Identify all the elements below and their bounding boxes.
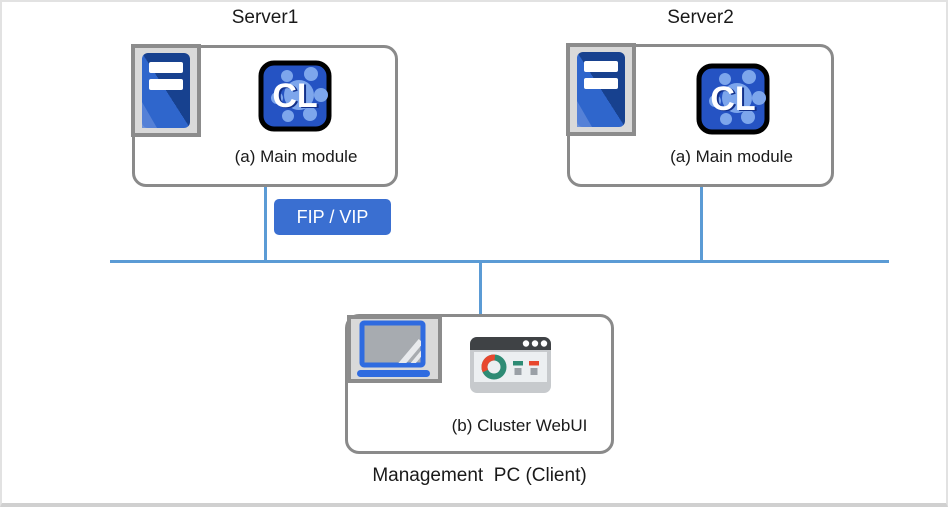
server-icon	[566, 43, 636, 136]
management-pc-box: (b) Cluster WebUI	[345, 314, 614, 454]
svg-text:CL: CL	[274, 78, 319, 116]
cl-cluster-app-icon: CL CL	[258, 60, 332, 132]
server-icon	[131, 44, 201, 137]
browser-dashboard-icon	[469, 336, 552, 394]
fip-vip-badge: FIP / VIP	[274, 199, 391, 235]
server1-box: CL CL (a) Main module	[131, 44, 398, 187]
server2-title: Server2	[667, 7, 734, 28]
svg-text:CL: CL	[712, 81, 757, 119]
svg-text:CL: CL	[272, 77, 317, 115]
laptop-icon	[347, 315, 442, 383]
management-pc-caption: Management PC (Client)	[372, 465, 587, 486]
server1-module-label: (a) Main module	[234, 147, 358, 166]
management-pc-drop-line	[479, 263, 482, 314]
cl-cluster-app-icon: CL CL	[696, 63, 770, 135]
server1-title: Server1	[231, 7, 299, 28]
management-module-label: (b) Cluster WebUI	[451, 416, 588, 435]
server2-box: CL CL (a) Main module	[566, 43, 834, 187]
server2-module-label: (a) Main module	[670, 147, 793, 166]
svg-text:CL: CL	[710, 80, 755, 118]
network-backbone-line	[110, 260, 889, 263]
server2-network-drop-line	[700, 187, 703, 260]
server1-network-drop-line	[264, 187, 267, 260]
